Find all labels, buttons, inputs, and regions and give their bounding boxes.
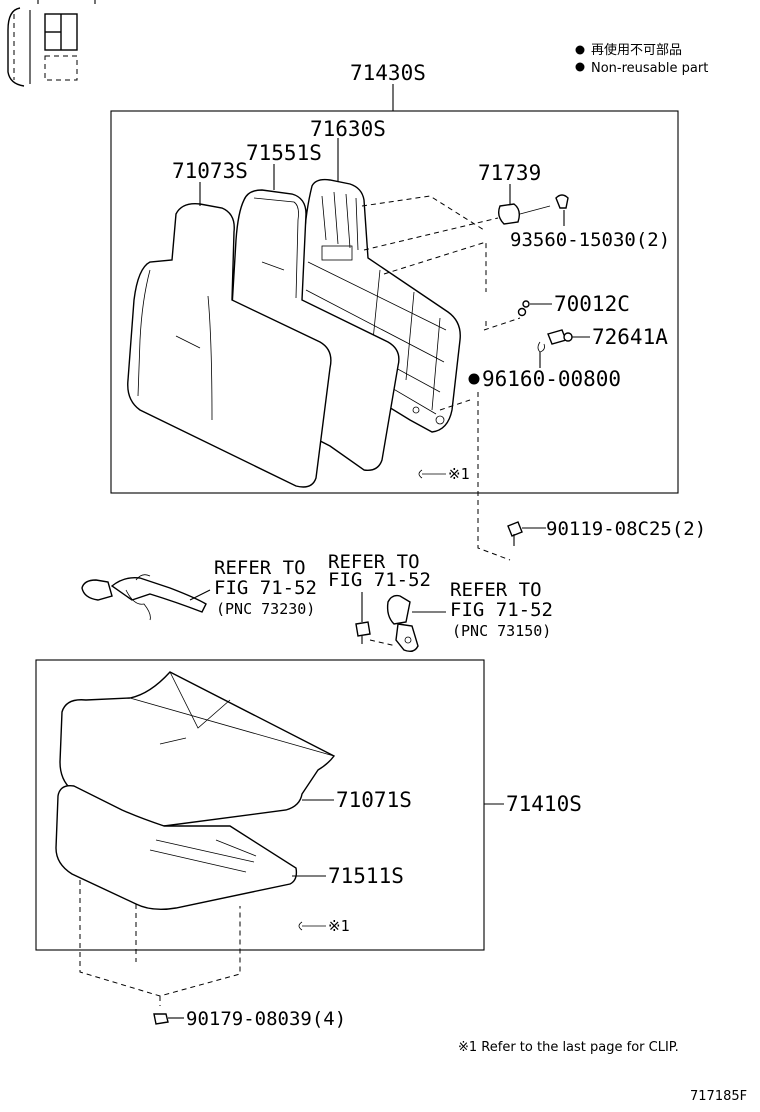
label-nut-cushion: 90179-08039(4) <box>186 1008 346 1030</box>
clip-mark-upper: ※1 <box>418 465 470 483</box>
nut-cushion-part <box>153 1013 169 1025</box>
ref-belt-pnc: (PNC 73230) <box>216 600 315 618</box>
legend-jp: 再使用不可部品 <box>591 42 682 58</box>
cushion-group-box <box>35 659 485 951</box>
svg-text:※1: ※1 <box>448 465 470 483</box>
cushion-pad <box>55 785 298 911</box>
ref-bolt-line2: FIG 71-52 <box>328 569 431 591</box>
non-reusable-dot-icon <box>575 45 585 55</box>
bushing-part <box>497 194 569 225</box>
clip-mark-lower: ※1 <box>298 917 350 935</box>
ref-belt-line2: FIG 71-52 <box>214 577 317 599</box>
label-pad-back: 71551S <box>246 141 322 165</box>
clip-part <box>517 300 530 317</box>
seat-belt-part <box>81 574 207 621</box>
ref-buckle-line2: FIG 71-52 <box>450 599 553 621</box>
label-cover-back: 71073S <box>172 159 248 183</box>
label-cover-cushion: 71071S <box>336 788 412 812</box>
label-hog-ring: 96160-00800 <box>482 367 621 391</box>
bolt-back-part <box>507 521 523 546</box>
ref-buckle-pnc: (PNC 73150) <box>452 622 551 640</box>
legend-en: Non-reusable part <box>591 61 708 76</box>
label-seatback-assy: 71430S <box>350 61 426 85</box>
label-knob: 72641A <box>592 325 668 349</box>
seatback-group-box <box>110 110 679 494</box>
seatback-cover <box>127 203 332 488</box>
ref-bolt-line1: REFER TO <box>328 551 420 573</box>
label-screw-pair: 93560-15030(2) <box>510 229 670 251</box>
footnote: ※1 Refer to the last page for CLIP. <box>458 1040 679 1055</box>
cushion-cover <box>59 671 336 827</box>
buckle-part <box>386 594 419 653</box>
ref-buckle-line1: REFER TO <box>450 579 542 601</box>
legend: 再使用不可部品 Non-reusable part <box>575 42 708 76</box>
svg-text:※1: ※1 <box>328 917 350 935</box>
ref-bolt-part <box>355 621 371 644</box>
non-reusable-dot-icon <box>468 373 480 385</box>
knob-part <box>537 329 573 353</box>
ref-belt-line1: REFER TO <box>214 557 306 579</box>
label-clip: 70012C <box>554 292 630 316</box>
label-bushing: 71739 <box>478 161 541 185</box>
label-pad-cushion: 71511S <box>328 864 404 888</box>
figure-id: 717185F <box>690 1089 747 1104</box>
label-bolt-back: 90119-08C25(2) <box>546 518 706 540</box>
non-reusable-dot-icon <box>575 62 585 72</box>
label-frame: 71630S <box>310 117 386 141</box>
label-cushion-assy: 71410S <box>506 792 582 816</box>
vehicle-location-icon <box>7 0 96 87</box>
